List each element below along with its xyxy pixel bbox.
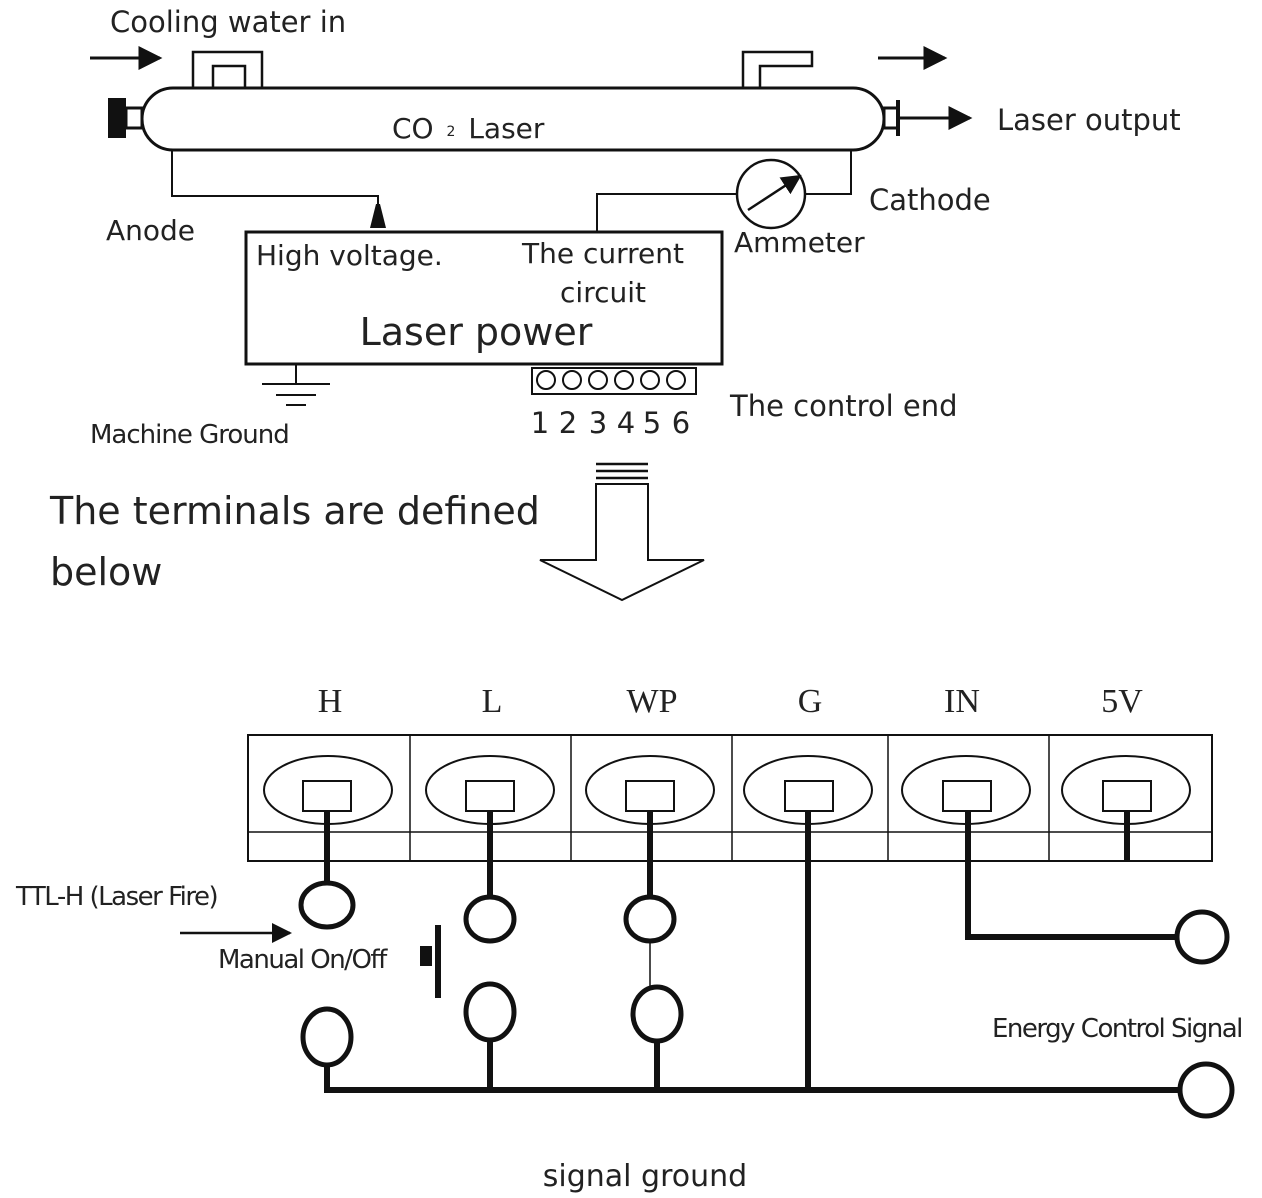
terminal-number-4: 4 — [617, 406, 635, 440]
tube-label: CO 2 Laser — [392, 110, 545, 145]
current-circuit-wire — [596, 193, 737, 232]
wp-contact-top — [623, 894, 677, 944]
down-arrow-icon — [539, 462, 705, 602]
ammeter-needle — [747, 174, 802, 212]
energy-control-signal-label: Energy Control Signal — [992, 1014, 1242, 1044]
water-outlet-pipe — [741, 50, 814, 88]
terminals-defined-line-2: below — [50, 550, 162, 594]
machine-ground-symbol — [262, 364, 330, 406]
signal-ground-label: signal ground — [543, 1159, 747, 1194]
terminal-number-1: 1 — [531, 406, 549, 440]
anode-wire — [171, 150, 379, 212]
manual-switch-button — [420, 946, 432, 966]
manual-on-off-label: Manual On/Off — [218, 945, 388, 975]
rear-mirror-cap — [124, 106, 144, 130]
terminal-number-3: 3 — [589, 406, 607, 440]
cooling-water-in-label: Cooling water in — [110, 5, 346, 39]
current-circuit-label-1: The current — [521, 237, 684, 270]
terminal-g-label: G — [798, 683, 823, 720]
terminal-numbers: 1 2 3 4 5 6 — [531, 406, 690, 440]
laser-output-label: Laser output — [997, 103, 1181, 137]
high-voltage-connector — [370, 204, 386, 228]
terminal-headers: H L WP G IN 5V — [318, 683, 1144, 720]
high-voltage-label: High voltage. — [256, 239, 443, 272]
terminal-number-2: 2 — [559, 406, 577, 440]
terminal-wp-label: WP — [627, 683, 678, 720]
l-contact-top — [463, 894, 517, 944]
signal-ground-contact — [1177, 1061, 1235, 1119]
control-end-terminal-block — [531, 367, 697, 395]
terminal-h-label: H — [318, 683, 343, 720]
ammeter-label: Ammeter — [734, 226, 865, 259]
cathode-wire — [806, 150, 852, 195]
cathode-label: Cathode — [869, 183, 991, 217]
terminal-strip — [247, 734, 1213, 862]
terminal-l-label: L — [482, 683, 503, 720]
control-end-label: The control end — [729, 389, 958, 423]
wp-contact-bottom — [630, 984, 684, 1044]
machine-ground-label: Machine Ground — [90, 420, 289, 450]
output-coupler-cap — [882, 106, 900, 130]
laser-power-box — [244, 230, 724, 366]
rear-mirror-mount — [108, 98, 126, 138]
ttl-h-label: TTL-H (Laser Fire) — [15, 882, 217, 912]
current-circuit-label-2: circuit — [560, 276, 646, 309]
laser-power-label: Laser power — [360, 310, 593, 354]
energy-control-signal-contact — [1174, 909, 1230, 965]
water-inlet-pipe — [191, 50, 264, 88]
h-contact-bottom — [300, 1006, 354, 1068]
in-terminal-wire — [965, 811, 1178, 940]
h-contact-top — [298, 880, 356, 930]
terminal-number-6: 6 — [672, 406, 690, 440]
terminal-5v-label: 5V — [1101, 683, 1143, 720]
l-contact-bottom — [463, 981, 517, 1043]
terminal-number-5: 5 — [643, 406, 661, 440]
terminals-defined-line-1: The terminals are defined — [49, 489, 540, 533]
anode-label: Anode — [106, 214, 195, 247]
terminal-in-label: IN — [944, 683, 980, 720]
